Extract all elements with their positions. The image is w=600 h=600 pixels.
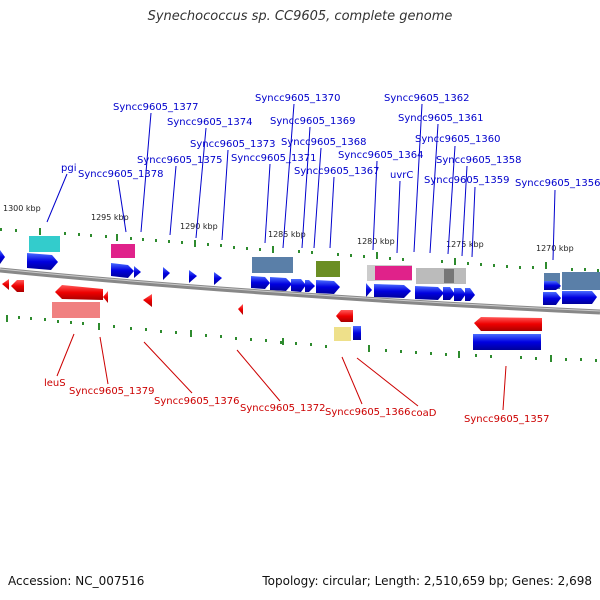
forward-gene-arrow <box>443 287 455 300</box>
reverse-leader-lines <box>56 333 507 411</box>
forward-gene-arrow <box>543 292 561 305</box>
gene-label: Syncc9605_1358 <box>436 155 522 166</box>
map-title: Synechococcus sp. CC9605, complete genom… <box>147 9 453 24</box>
forward-gene-labels: Syncc9605_1377 Syncc9605_1370 Syncc9605_… <box>61 93 600 189</box>
scale-label: 1270 kbp <box>536 244 574 253</box>
forward-tick-track <box>0 228 599 272</box>
gene-label: Syncc9605_1361 <box>398 113 484 124</box>
gene-label: Syncc9605_1378 <box>78 169 164 180</box>
forward-gene-arrow <box>465 288 475 301</box>
reverse-gene-arrow <box>474 317 542 331</box>
forward-gene-arrow <box>270 277 292 291</box>
gene-box <box>111 244 135 258</box>
gene-box <box>444 269 454 283</box>
gene-label: coaD <box>411 408 437 419</box>
reverse-gene-arrow <box>11 280 24 292</box>
forward-gene-arrows <box>0 250 597 305</box>
forward-gene-arrow <box>27 253 58 270</box>
genome-backbone <box>0 267 600 315</box>
gene-label: pgi <box>61 163 76 174</box>
forward-gene-arrow <box>111 263 134 278</box>
gene-label: Syncc9605_1379 <box>69 386 155 397</box>
reverse-gene-arrow <box>2 279 9 290</box>
reverse-gene-arrow <box>55 285 103 300</box>
gene-box <box>316 261 340 277</box>
reverse-gene-arrow <box>336 310 353 322</box>
gene-box <box>334 327 351 341</box>
forward-gene-arrow <box>562 291 597 304</box>
gene-box <box>562 272 600 290</box>
gene-label: Syncc9605_1360 <box>415 134 501 145</box>
gene-label: Syncc9605_1377 <box>113 102 199 113</box>
gene-label: Syncc9605_1364 <box>338 150 424 161</box>
gene-label: leuS <box>44 378 66 389</box>
accession-label: Accession: NC_007516 <box>8 574 145 588</box>
reverse-gene-boxes <box>52 302 541 350</box>
reverse-gene-arrows <box>2 279 542 331</box>
scale-label: 1280 kbp <box>357 237 395 246</box>
forward-gene-arrow <box>214 272 222 285</box>
forward-gene-arrow <box>305 280 315 292</box>
gene-box <box>29 236 60 252</box>
gene-label: Syncc9605_1374 <box>167 117 253 128</box>
gene-label: Syncc9605_1368 <box>281 137 367 148</box>
gene-label: Syncc9605_1369 <box>270 116 356 127</box>
scale-label: 1300 kbp <box>3 204 41 213</box>
gene-label: Syncc9605_1372 <box>240 403 326 414</box>
scale-label: 1290 kbp <box>180 222 218 231</box>
gene-box <box>416 268 466 284</box>
forward-gene-arrow <box>251 276 270 289</box>
forward-leader-lines <box>46 103 556 261</box>
gene-label: Syncc9605_1362 <box>384 93 470 104</box>
gene-label: Syncc9605_1367 <box>294 166 380 177</box>
forward-scale-ticks <box>39 228 547 269</box>
gene-box <box>375 266 412 280</box>
forward-gene-arrow <box>163 267 170 280</box>
gene-label: Syncc9605_1357 <box>464 414 550 425</box>
reverse-gene-arrow <box>143 294 152 307</box>
scale-label: 1275 kbp <box>446 240 484 249</box>
forward-gene-arrow <box>544 281 561 290</box>
reverse-gene-labels: leuS Syncc9605_1379 Syncc9605_1376 Syncc… <box>44 378 550 425</box>
forward-gene-arrow <box>189 270 197 283</box>
gene-label: Syncc9605_1359 <box>424 175 510 186</box>
gene-box <box>473 334 541 350</box>
gene-label: Syncc9605_1375 <box>137 155 223 166</box>
gene-label: uvrC <box>390 170 413 181</box>
gene-label: Syncc9605_1373 <box>190 139 276 150</box>
reverse-scale-ticks <box>6 315 552 362</box>
reverse-gene-arrow <box>353 326 361 340</box>
forward-gene-boxes <box>29 236 600 290</box>
forward-gene-arrow <box>415 286 444 300</box>
forward-gene-arrow <box>366 283 372 297</box>
gene-label: Syncc9605_1356 <box>515 178 600 189</box>
forward-gene-arrow <box>454 288 466 301</box>
reverse-gene-arrow <box>238 304 243 315</box>
scale-label: 1285 kbp <box>268 230 306 239</box>
gene-label: Syncc9605_1366 <box>325 407 411 418</box>
genome-summary: Topology: circular; Length: 2,510,659 bp… <box>262 574 592 588</box>
reverse-tick-track <box>18 316 597 362</box>
gene-label: Syncc9605_1371 <box>231 153 317 164</box>
gene-label: Syncc9605_1376 <box>154 396 240 407</box>
gene-box <box>52 302 100 318</box>
forward-gene-arrow <box>316 280 340 294</box>
reverse-gene-arrow <box>103 291 108 303</box>
scale-labels: 1300 kbp 1295 kbp 1290 kbp 1285 kbp 1280… <box>3 204 574 253</box>
forward-gene-arrow <box>374 284 411 298</box>
forward-gene-arrow <box>0 250 5 264</box>
forward-gene-arrow <box>134 266 141 278</box>
scale-label: 1295 kbp <box>91 213 129 222</box>
forward-gene-arrow <box>291 279 306 292</box>
gene-box <box>252 257 293 273</box>
gene-label: Syncc9605_1370 <box>255 93 341 104</box>
